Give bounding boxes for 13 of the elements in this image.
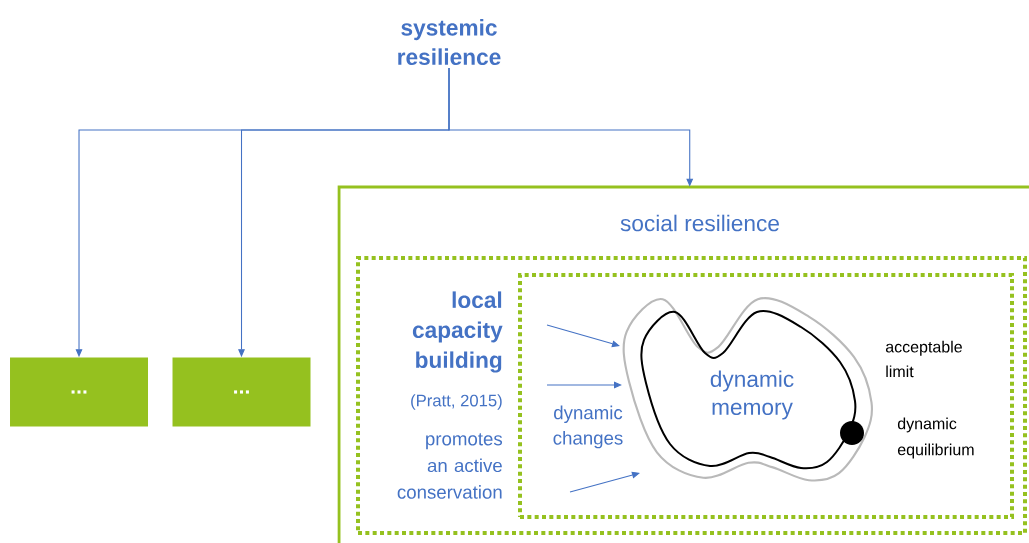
category-box: ... bbox=[172, 357, 311, 427]
heading: systemic resilience bbox=[398, 19, 501, 65]
category-box: ... bbox=[10, 357, 148, 427]
annotation: dynamic equilibrium bbox=[897, 417, 974, 459]
description: promotes an active conservation bbox=[397, 433, 503, 499]
arrow bbox=[546, 324, 620, 348]
annotation: dynamic changes bbox=[553, 405, 623, 449]
center-label: dynamic memory bbox=[710, 370, 794, 420]
citation: (Pratt, 2015) bbox=[411, 394, 502, 410]
heading: local capacity building bbox=[412, 291, 503, 373]
arrow bbox=[569, 471, 640, 493]
annotation: acceptable limit bbox=[885, 340, 962, 378]
arrow bbox=[546, 381, 622, 389]
